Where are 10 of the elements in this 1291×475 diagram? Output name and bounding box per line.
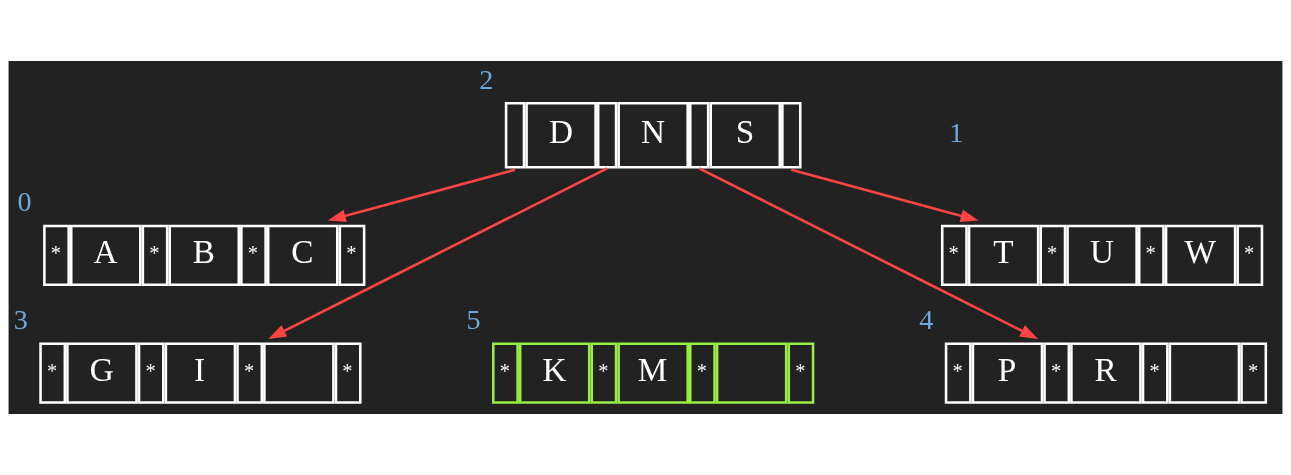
node-label: 0: [17, 186, 32, 218]
arrow: [268, 167, 608, 339]
arrow: [698, 167, 1039, 339]
node-label: 5: [466, 304, 481, 336]
node-label: 2: [479, 63, 494, 95]
node-label: 3: [13, 304, 28, 336]
arrow: [790, 168, 979, 222]
arrow: [327, 168, 516, 222]
node-label: 4: [919, 304, 934, 336]
label: 1: [949, 117, 964, 149]
